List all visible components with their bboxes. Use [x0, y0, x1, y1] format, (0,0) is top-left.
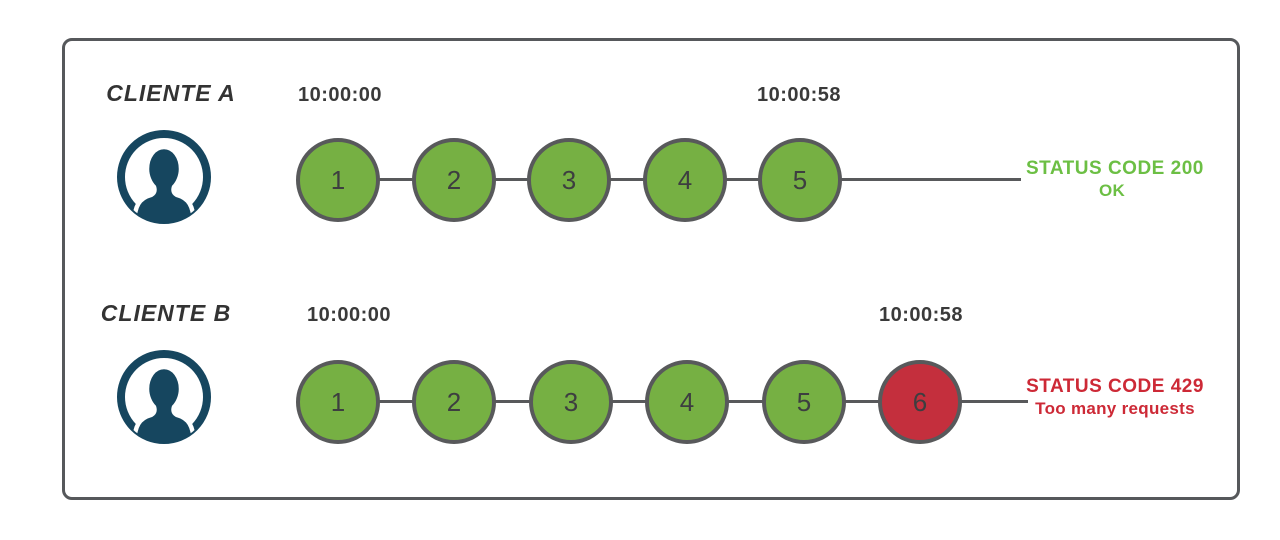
request-circle-b3: 3	[529, 360, 613, 444]
request-circle-b2: 2	[412, 360, 496, 444]
row-a-status-message: OK	[1098, 181, 1126, 200]
row-b-status-code: STATUS CODE 429	[1026, 376, 1204, 397]
client-b-avatar-icon	[117, 350, 211, 444]
row-b-start-time: 10:00:00	[306, 304, 392, 326]
request-circle-b1: 1	[296, 360, 380, 444]
row-a-end-time: 10:00:58	[756, 84, 842, 106]
request-circle-a4: 4	[643, 138, 727, 222]
row-a-status-code: STATUS CODE 200	[1026, 158, 1204, 179]
row-a-start-time: 10:00:00	[297, 84, 383, 106]
row-b-status: STATUS CODE 429 Too many requests	[1026, 376, 1204, 420]
request-circle-a2: 2	[412, 138, 496, 222]
client-b-label: CLIENTE B	[100, 300, 232, 326]
diagram-frame	[62, 38, 1240, 500]
client-a-avatar-icon	[117, 130, 211, 224]
request-circle-b4: 4	[645, 360, 729, 444]
row-a-status: STATUS CODE 200 OK	[1026, 158, 1204, 202]
row-b-status-message: Too many requests	[1035, 399, 1195, 418]
request-circle-a1: 1	[296, 138, 380, 222]
request-circle-a3: 3	[527, 138, 611, 222]
request-circle-a5: 5	[758, 138, 842, 222]
client-a-label: CLIENTE A	[106, 80, 236, 106]
request-circle-b5: 5	[762, 360, 846, 444]
request-circle-b6-rate-limited: 6	[878, 360, 962, 444]
row-b-end-time: 10:00:58	[878, 304, 964, 326]
